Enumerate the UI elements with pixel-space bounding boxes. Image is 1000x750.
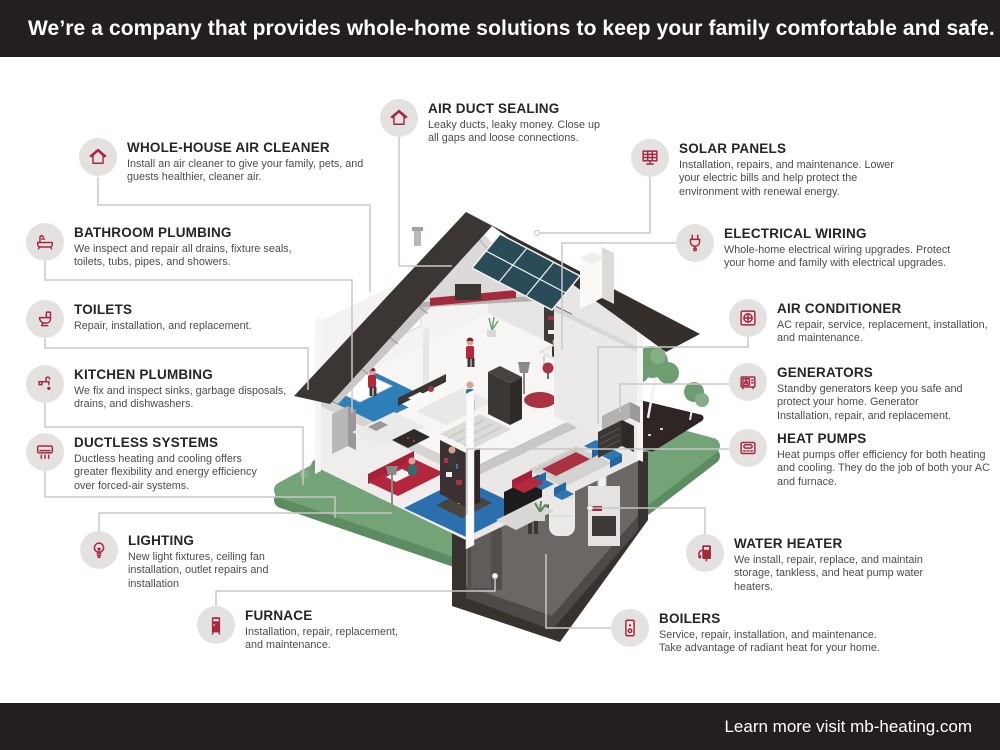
solar-panel: [470, 233, 582, 311]
roof-left: [294, 212, 492, 404]
headline: We’re a company that provides whole-home…: [28, 16, 995, 40]
faucet-icon: [26, 365, 64, 403]
service-title: KITCHEN PLUMBING: [74, 367, 213, 382]
generator-unit: [602, 402, 640, 432]
stove: [392, 429, 430, 448]
service-title: TOILETS: [74, 302, 133, 317]
service-description: New light fixtures, ceiling fan installa…: [128, 551, 269, 590]
footer-text: Learn more visit mb-heating.com: [724, 716, 972, 736]
service-title: GENERATORS: [777, 365, 874, 380]
service-callout-kitchen-plumbing: KITCHEN PLUMBING We fix and inspect sinks…: [26, 365, 292, 412]
connector-air-duct-sealing: [398, 137, 452, 267]
bulb-icon: [80, 531, 118, 569]
bookshelf: [440, 440, 468, 508]
service-callout-toilets: TOILETS Repair, installation, and replace…: [26, 300, 296, 338]
service-title: BOILERS: [659, 611, 721, 626]
service-title: FURNACE: [245, 608, 313, 623]
service-callout-generators: GENERATORS Standby generators keep you sa…: [729, 363, 975, 423]
service-callout-whole-house-air-cleaner: WHOLE-HOUSE AIR CLEANER Install an air cl…: [79, 138, 379, 185]
furnace-icon: [197, 606, 235, 644]
service-description: Install an air cleaner to give your fami…: [127, 158, 364, 184]
service-description: Leaky ducts, leaky money. Close up all g…: [428, 119, 601, 145]
service-title: SOLAR PANELS: [679, 141, 787, 156]
kitchen-counter: [352, 412, 426, 447]
floor1-rooms: [332, 406, 622, 537]
service-title: BATHROOM PLUMBING: [74, 225, 232, 240]
column-front: [465, 389, 475, 550]
service-callout-ductless-systems: DUCTLESS SYSTEMS Ductless heating and coo…: [26, 433, 276, 493]
service-title: LIGHTING: [128, 533, 195, 548]
connector-ductless-systems: [44, 471, 336, 518]
connector-whole-house-air-cleaner: [97, 177, 371, 292]
connector-boilers: [545, 554, 611, 629]
service-description: We install, repair, replace, and maintai…: [734, 554, 924, 593]
bathtub-icon: [26, 223, 64, 261]
connector-water-heater: [590, 507, 706, 534]
fridge: [332, 406, 348, 454]
top-banner: We’re a company that provides whole-home…: [0, 0, 1000, 57]
connector-solar-panels: [537, 177, 651, 234]
service-description: Installation, repairs, and maintenance. …: [679, 159, 894, 198]
house-icon: [79, 138, 117, 176]
ductless-icon: [26, 433, 64, 471]
air-handler: [455, 284, 481, 300]
service-callout-heat-pumps: HEAT PUMPS Heat pumps offer efficiency fo…: [729, 429, 995, 489]
armchair: [512, 477, 544, 493]
boiler-icon: [611, 609, 649, 647]
service-title: WHOLE-HOUSE AIR CLEANER: [127, 140, 330, 155]
service-description: We inspect and repair all drains, fixtur…: [74, 243, 292, 269]
connector-bathroom-plumbing: [44, 261, 353, 413]
service-callout-furnace: FURNACE Installation, repair, replacement…: [197, 606, 407, 653]
service-description: Repair, installation, and replacement.: [74, 320, 252, 332]
service-description: Whole-home electrical wiring upgrades. P…: [724, 244, 951, 270]
plug-icon: [676, 224, 714, 262]
connector-generators: [619, 383, 729, 412]
connector-lighting: [98, 512, 392, 531]
service-callout-solar-panels: SOLAR PANELS Installation, repairs, and m…: [631, 139, 901, 199]
service-title: HEAT PUMPS: [777, 431, 867, 446]
waterheater-icon: [686, 534, 724, 572]
service-description: Heat pumps offer efficiency for both hea…: [777, 449, 990, 488]
bottom-banner: Learn more visit mb-heating.com: [0, 703, 1000, 750]
service-title: WATER HEATER: [734, 536, 843, 551]
heatpump-icon: [729, 429, 767, 467]
service-callout-air-duct-sealing: AIR DUCT SEALING Leaky ducts, leaky money…: [380, 99, 610, 146]
connector-kitchen-plumbing: [44, 403, 304, 485]
service-callout-electrical-wiring: ELECTRICAL WIRING Whole-home electrical w…: [676, 224, 956, 271]
service-description: We fix and inspect sinks, garbage dispos…: [74, 385, 287, 411]
column-right: [637, 312, 643, 462]
service-description: Ductless heating and cooling offers grea…: [74, 453, 257, 492]
connector-air-conditioner: [597, 337, 749, 424]
toilet-icon: [26, 300, 64, 338]
connector-electrical-wiring: [561, 242, 676, 350]
service-title: AIR DUCT SEALING: [428, 101, 560, 116]
connector-heat-pumps: [466, 448, 729, 515]
ac-icon: [729, 299, 767, 337]
solar-icon: [631, 139, 669, 177]
sofa: [368, 459, 444, 496]
vent-pipe: [414, 230, 421, 246]
service-callout-lighting: LIGHTING New light fixtures, ceiling fan …: [80, 531, 320, 591]
connector-furnace: [215, 576, 496, 606]
service-callout-air-conditioner: AIR CONDITIONER AC repair, service, repla…: [729, 299, 999, 346]
service-title: ELECTRICAL WIRING: [724, 226, 867, 241]
connector-toilets: [44, 338, 309, 390]
service-callout-water-heater: WATER HEATER We install, repair, replace,…: [686, 534, 932, 594]
service-callout-bathroom-plumbing: BATHROOM PLUMBING We inspect and repair a…: [26, 223, 306, 270]
service-title: DUCTLESS SYSTEMS: [74, 435, 219, 450]
generator-icon: [729, 363, 767, 401]
chimney: [580, 247, 614, 309]
service-title: AIR CONDITIONER: [777, 301, 902, 316]
service-description: Installation, repair, replacement, and m…: [245, 626, 399, 652]
house-icon: [380, 99, 418, 137]
service-callout-boilers: BOILERS Service, repair, installation, an…: [611, 609, 887, 656]
service-description: Standby generators keep you safe and pro…: [777, 383, 963, 422]
service-description: Service, repair, installation, and maint…: [659, 629, 880, 655]
service-description: AC repair, service, replacement, install…: [777, 319, 988, 345]
